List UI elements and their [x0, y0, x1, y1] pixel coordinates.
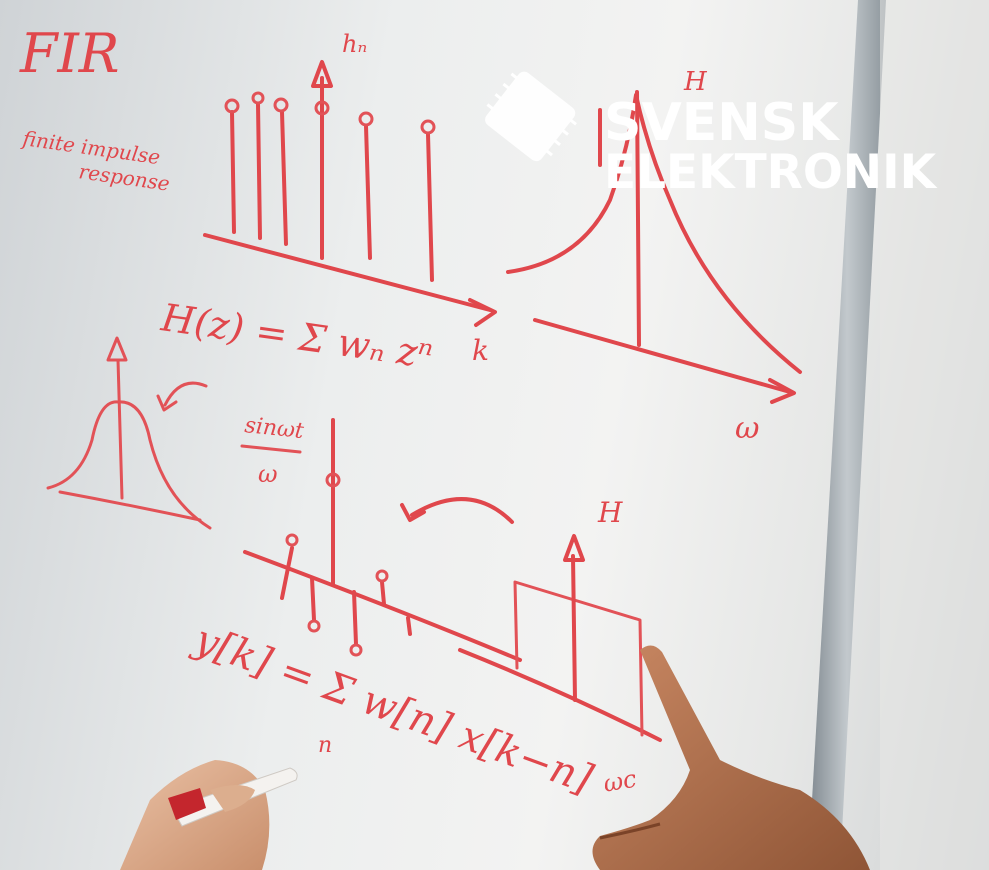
label-hn: hₙ: [342, 30, 367, 58]
logo-line2: ELEKTRONIK: [604, 145, 938, 200]
lowpass-bump-plot: [46, 336, 212, 530]
wall: [880, 0, 989, 870]
impulse-stem-plot: [203, 60, 497, 327]
sum-index: n: [318, 733, 332, 758]
frequency-response-peak: [506, 90, 802, 404]
label-omega-right: ω: [735, 411, 759, 446]
title-fir: FIR: [19, 22, 119, 85]
label-h-mid: H: [597, 496, 623, 529]
label-sinc-num: sinωt: [243, 413, 305, 444]
fraction-bar: [240, 444, 302, 454]
pointing-hand: [592, 645, 870, 870]
sinc-stem-plot: [243, 418, 522, 662]
board-frame: [808, 0, 886, 870]
brand-logo: SVENSK ELEKTRONIK: [485, 71, 938, 200]
hand-with-marker: [120, 760, 298, 870]
curved-arrow-icon: [410, 497, 514, 524]
chip-icon: [485, 71, 577, 162]
label-omega-c: ωc: [601, 765, 638, 798]
label-k: k: [472, 334, 489, 367]
equation-h: H(z) = Σ wₙ zⁿ: [158, 295, 436, 377]
arrow-head-icon: [400, 503, 426, 522]
label-h-top: H: [683, 67, 708, 97]
logo-line1: SVENSK: [604, 93, 840, 153]
rect-filter-plot: [458, 534, 662, 742]
label-sinc-den: ω: [258, 460, 278, 488]
